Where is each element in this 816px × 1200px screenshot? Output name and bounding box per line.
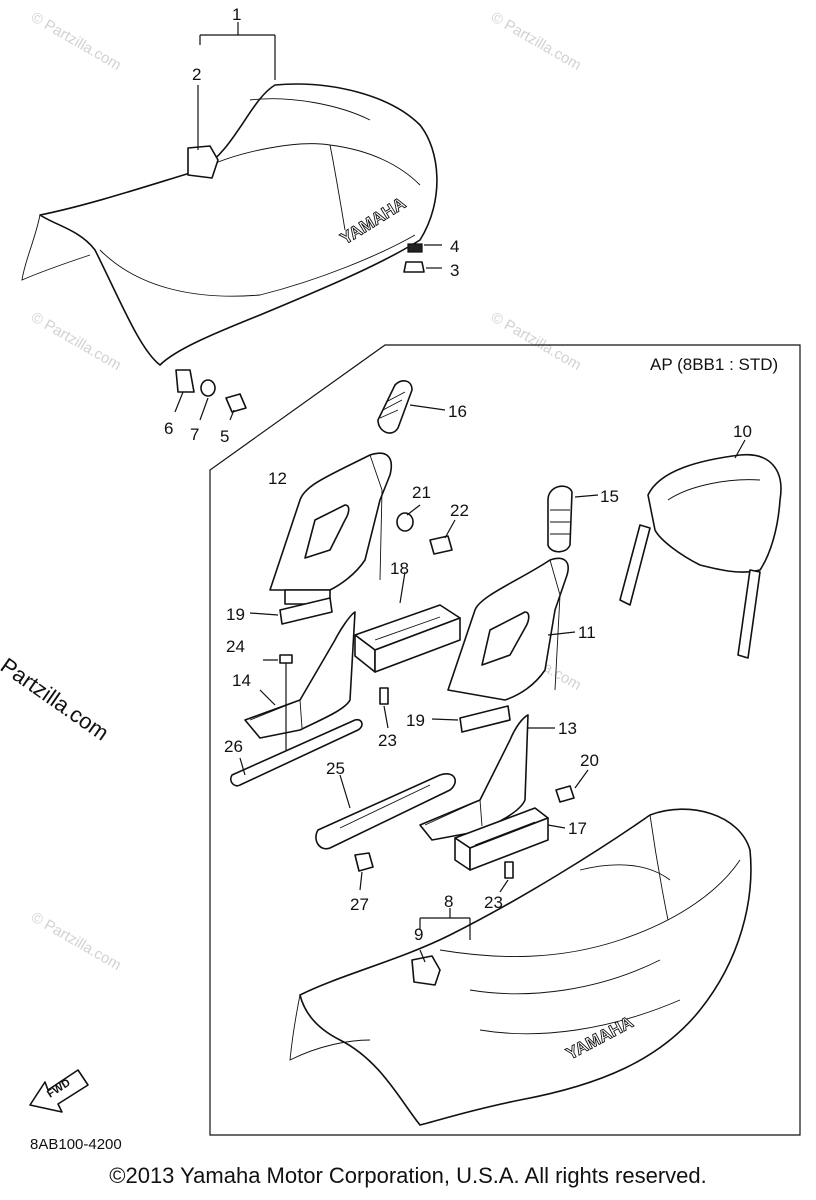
callout-20: 20 (580, 751, 599, 770)
callout-24: 24 (226, 637, 245, 656)
callout-19: 19 (226, 605, 245, 624)
pad-17 (454, 807, 566, 871)
grip-16 (377, 380, 446, 434)
callout-5: 5 (220, 427, 229, 446)
callout-14: 14 (232, 671, 251, 690)
fwd-arrow-icon: FWD (29, 1069, 89, 1113)
callout-2: 2 (192, 65, 201, 84)
callout-21: 21 (412, 483, 431, 502)
callout-18: 18 (390, 559, 409, 578)
watermark: © Partzilla.com (28, 909, 124, 974)
callout-23: 23 (484, 893, 503, 912)
copyright-notice: ©2013 Yamaha Motor Corporation, U.S.A. A… (109, 1163, 707, 1188)
callout-7: 7 (190, 425, 199, 444)
callout-12: 12 (268, 469, 287, 488)
callout-13: 13 (558, 719, 577, 738)
callout-19: 19 (406, 711, 425, 730)
callout-25: 25 (326, 759, 345, 778)
callout-15: 15 (600, 487, 619, 506)
callout-16: 16 (448, 402, 467, 421)
handle-12 (269, 452, 392, 605)
diagram-code: 8AB100-4200 (30, 1136, 122, 1153)
seat-bottom: YAMAHA (289, 808, 752, 1126)
bolt-20 (555, 769, 589, 803)
callout-1: 1 (232, 5, 241, 24)
seat-hardware (175, 243, 425, 413)
callout-11: 11 (578, 623, 596, 642)
callout-6: 6 (164, 419, 173, 438)
grip-15 (547, 485, 599, 553)
plate-26 (230, 718, 363, 787)
callout-9: 9 (414, 925, 423, 944)
backrest-10 (619, 439, 782, 659)
pads-19 (249, 597, 511, 733)
callout-27: 27 (350, 895, 369, 914)
callout-23: 23 (378, 731, 397, 750)
callout-8: 8 (444, 892, 453, 911)
bolt-27 (354, 852, 374, 891)
watermark: © Partzilla.com (488, 309, 584, 374)
bracket-14 (244, 611, 356, 750)
variant-label: AP (8BB1 : STD) (650, 355, 779, 374)
bolts-21-22 (396, 504, 456, 555)
callout-3: 3 (450, 261, 459, 280)
callout-10: 10 (733, 422, 752, 441)
watermark: © Partzilla.com (488, 9, 584, 74)
plate-25 (315, 773, 456, 850)
callout-lines (174, 22, 442, 421)
callout-17: 17 (568, 819, 587, 838)
callout-22: 22 (450, 501, 469, 520)
watermark: © Partzilla.com (28, 309, 124, 374)
option-frame (209, 344, 801, 1136)
callout-26: 26 (224, 737, 243, 756)
bolts-23 (379, 687, 514, 893)
handle-11 (447, 557, 576, 701)
seat-top: YAMAHA (21, 83, 438, 366)
callouts: 1 2 3 4 5 6 7 8 9 10 11 12 13 14 15 16 1… (164, 5, 752, 944)
callout-4: 4 (450, 237, 459, 256)
watermark: © Partzilla.com (28, 9, 124, 74)
pad-18 (354, 571, 461, 673)
